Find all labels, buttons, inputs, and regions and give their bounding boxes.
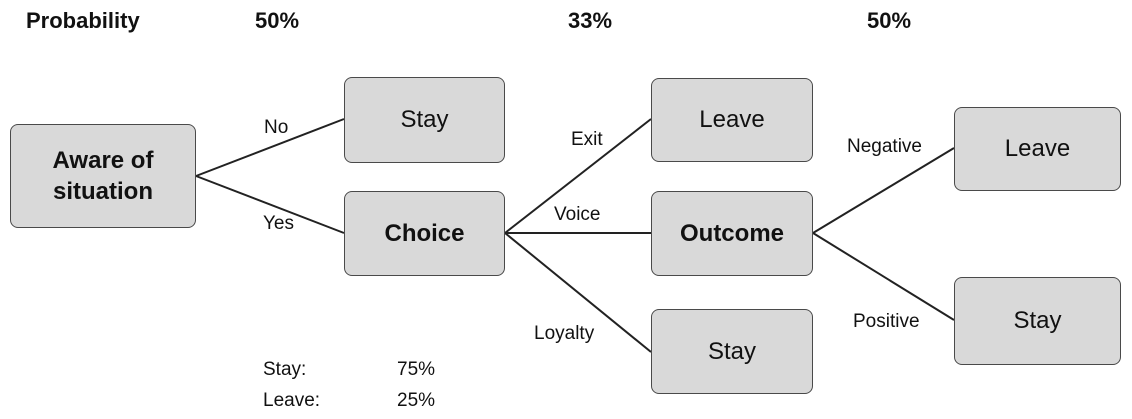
node-stay-1: Stay bbox=[344, 77, 505, 163]
edge-positive bbox=[812, 232, 955, 321]
node-outcome: Outcome bbox=[651, 191, 813, 276]
node-leave-2: Leave bbox=[954, 107, 1121, 191]
node-aware-of-situation: Aware of situation bbox=[10, 124, 196, 228]
summary-leave-value: 25% bbox=[397, 390, 436, 411]
node-aware-label: Aware of situation bbox=[52, 146, 154, 205]
node-stay-3: Stay bbox=[954, 277, 1121, 365]
edge-label-voice: Voice bbox=[554, 204, 601, 225]
edge-loyalty bbox=[504, 232, 652, 353]
probability-stage-2: 33% bbox=[568, 8, 613, 33]
edge-exit bbox=[504, 118, 652, 234]
probability-stage-3: 50% bbox=[867, 8, 912, 33]
edge-label-positive: Positive bbox=[853, 311, 920, 332]
probability-stage-1: 50% bbox=[255, 8, 300, 33]
summary-stay-value: 75% bbox=[397, 359, 436, 380]
edge-label-no: No bbox=[264, 117, 289, 138]
edge-label-yes: Yes bbox=[263, 213, 294, 234]
node-leave-1: Leave bbox=[651, 78, 813, 162]
node-choice: Choice bbox=[344, 191, 505, 276]
edge-no bbox=[195, 118, 345, 177]
edge-negative bbox=[812, 147, 955, 234]
edge-label-loyalty: Loyalty bbox=[534, 323, 595, 344]
probability-heading: Probability bbox=[26, 8, 140, 33]
edge-yes bbox=[195, 175, 345, 234]
edge-label-negative: Negative bbox=[847, 136, 922, 157]
summary-stay-label: Stay: bbox=[263, 359, 307, 380]
summary-leave-label: Leave: bbox=[263, 390, 321, 411]
node-stay-2: Stay bbox=[651, 309, 813, 394]
edge-label-exit: Exit bbox=[571, 129, 603, 150]
